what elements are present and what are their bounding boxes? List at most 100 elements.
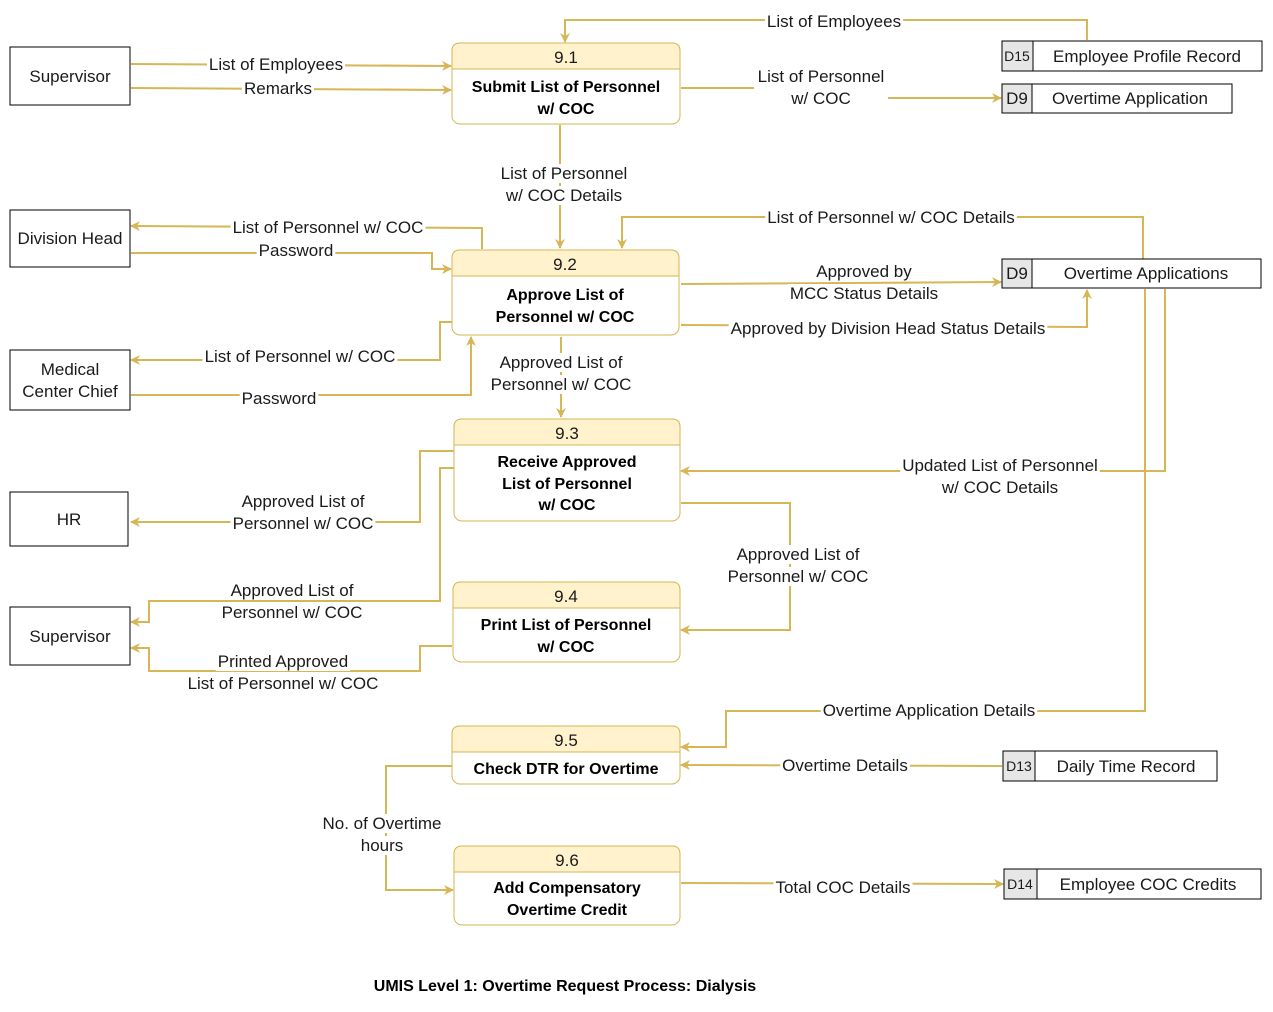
flow-label-bg [230,514,376,533]
entity-label: Division Head [18,229,123,248]
flow-label-d9-to-95: Overtime Application Details [820,701,1038,720]
process-title-line2: List of Personnel [502,476,632,493]
flow-label-bg [900,456,1100,475]
flow-label-bg [228,581,356,600]
flow-label-mcc-password: Password [239,389,319,408]
flow-label-p96-to-d14: Total COC Details [773,878,913,897]
flow-label-bg [780,756,910,775]
flow-label-line: List of Employees [767,12,901,31]
process-number: 9.5 [554,731,578,750]
flow-label-bg [215,652,351,671]
process-9-1: 9.1 Submit List of Personnel w/ COC [451,42,681,125]
flow-label-p92-to-dh: List of Personnel w/ COC [230,218,426,237]
process-9-2: 9.2 Approve List of Personnel w/ COC [451,249,680,336]
process-9-3: 9.3 Receive Approved List of Personnel w… [453,418,681,522]
flow-label-bg [728,319,1048,338]
flow-93-to-hr [130,450,454,527]
flow-label-d13-to-95: Overtime Details [780,756,910,775]
flow-label-bg [320,814,444,833]
store-id: D9 [1006,264,1028,283]
process-title-line3: w/ COC [538,497,596,514]
flow-label-line: Personnel w/ COC [233,514,374,533]
flow-label-sup-remarks: Remarks [241,79,315,98]
process-9-4: 9.4 Print List of Personnel w/ COC [452,581,681,663]
entity-supervisor-bottom: Supervisor [9,606,131,666]
store-name: Employee COC Credits [1060,875,1237,894]
flow-label-p91-to-92: List of Personnel w/ COC Details [498,164,630,205]
flow-label-bg [734,545,862,564]
process-title-line1: Check DTR for Overtime [474,761,659,778]
flow-label-line: List of Personnel w/ COC Details [767,208,1015,227]
flow-label-bg [788,89,853,108]
entity-label: HR [57,510,82,529]
flow-label-bg [502,186,625,205]
flow-d9-to-93 [680,289,1166,476]
flow-label-bg [239,492,367,511]
flow-label-bg [488,375,634,394]
flow-label-p92-to-mcc: List of Personnel w/ COC [202,347,398,366]
flow-label-line: Remarks [244,79,312,98]
store-d14: D14 Employee COC Credits [1003,868,1262,900]
flow-label-bg [185,674,381,693]
entity-label: Supervisor [29,67,111,86]
flow-label-line: w/ COC [790,89,851,108]
flow-label-bg [256,241,336,260]
flow-label-p93-to-hr: Approved List of Personnel w/ COC [230,492,376,533]
store-d9-overtime-application: D9 Overtime Application [1001,83,1233,114]
process-title-line1: Receive Approved [497,454,636,471]
flow-label-line: Approved List of [231,581,354,600]
flow-label-bg [202,347,398,366]
flow-label-bg [358,836,406,855]
flow-label-line: Password [259,241,334,260]
process-number: 9.6 [555,851,579,870]
entity-medical-center-chief: Medical Center Chief [9,349,131,411]
flow-label-line: Overtime Application Details [823,701,1036,720]
process-9-6: 9.6 Add Compensatory Overtime Credit [453,845,681,926]
flow-label-line: Overtime Details [782,756,908,775]
flow-label-bg [755,67,887,86]
flow-label-line: MCC Status Details [790,284,938,303]
flow-d9-to-95 [680,289,1146,752]
entity-label-line2: Center Chief [22,382,118,401]
flow-label-bg [241,79,315,98]
flow-label-bg [765,208,1017,227]
store-name: Employee Profile Record [1053,47,1241,66]
flow-label-bg [938,478,1061,497]
flow-label-line: Total COC Details [775,878,910,897]
flow-label-line: List of Personnel [501,164,628,183]
flow-label-line: Personnel w/ COC [222,603,363,622]
process-title-line1: Submit List of Personnel [472,79,660,96]
entity-label: Supervisor [29,627,111,646]
flow-93-to-94 [680,502,791,635]
entity-division-head: Division Head [9,209,131,268]
flow-label-line: Personnel w/ COC [728,567,869,586]
flow-label-line: Updated List of Personnel [902,456,1098,475]
flow-label-line: List of Personnel w/ COC [205,347,396,366]
flow-label-line: List of Personnel w/ COC [233,218,424,237]
flow-91-to-d9 [681,87,1001,98]
store-id: D13 [1006,758,1032,774]
flow-label-p92-mcc-status: Approved by MCC Status Details [787,262,941,303]
process-number: 9.3 [555,424,579,443]
store-id: D14 [1007,876,1033,892]
flow-93-to-supervisor [130,467,454,627]
flow-label-line: Approved List of [242,492,365,511]
process-title-line2: Personnel w/ COC [496,309,635,326]
flow-label-bg [814,262,915,281]
flow-label-sup-emp: List of Employees [206,55,346,74]
process-title-line1: Print List of Personnel [481,617,652,634]
flow-label-line: Personnel w/ COC [491,375,632,394]
flow-label-line: Approved by [816,262,912,281]
flow-label-line: hours [361,836,404,855]
entity-hr: HR [9,491,129,547]
entity-label-line1: Medical [41,360,100,379]
flow-label-line: w/ COC Details [505,186,622,205]
flow-label-p92-dh-status: Approved by Division Head Status Details [728,319,1048,338]
